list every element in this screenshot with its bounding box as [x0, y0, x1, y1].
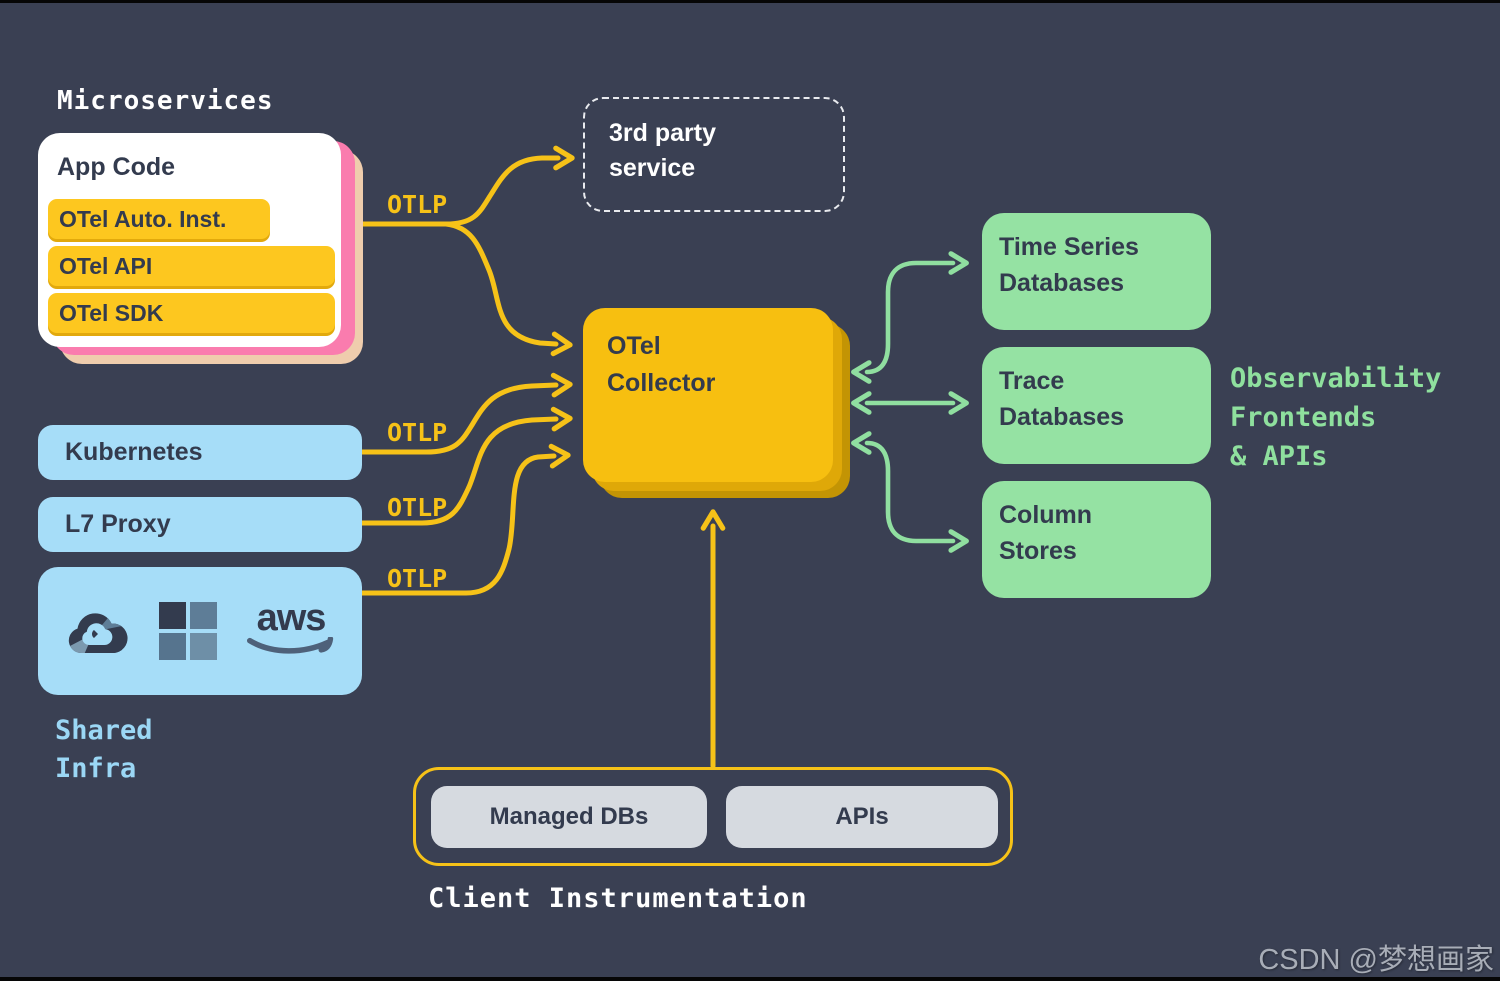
time-series-databases-label: Time Series Databases — [999, 233, 1139, 297]
aws-logo-text: aws — [256, 597, 327, 639]
otel-auto-inst-pill: OTel Auto. Inst. — [48, 199, 270, 239]
otel-sdk-pill: OTel SDK — [48, 293, 335, 333]
app-code-title: App Code — [57, 153, 176, 181]
arrow-collector-columnstores — [851, 431, 969, 553]
time-series-databases-box: Time Series Databases — [982, 213, 1211, 330]
aws-smile-icon — [247, 637, 334, 654]
managed-dbs-box: Managed DBs — [431, 786, 707, 848]
l7-proxy-label: L7 Proxy — [65, 510, 171, 538]
cloud-provider-icons: aws — [62, 567, 338, 695]
microservices-label: Microservices — [57, 86, 274, 116]
third-party-service-box: 3rd party service — [583, 97, 845, 212]
otlp-label: OTLP — [387, 190, 448, 219]
otlp-label: OTLP — [387, 564, 448, 593]
trace-databases-label: Trace Databases — [999, 367, 1125, 431]
shared-infra-label: Shared Infra — [55, 715, 153, 784]
watermark: CSDN @梦想画家 — [1258, 944, 1494, 976]
otel-collector-label: OTel Collector — [607, 332, 716, 397]
app-code-card: App Code OTel Auto. Inst. OTel API OTel … — [38, 133, 341, 347]
client-instrumentation-box: Managed DBs APIs — [413, 767, 1013, 866]
third-party-service-label: 3rd party service — [609, 119, 716, 182]
column-stores-box: Column Stores — [982, 481, 1211, 598]
aws-icon: aws — [244, 599, 338, 659]
top-black-bar — [0, 0, 1500, 3]
client-instrumentation-label: Client Instrumentation — [428, 883, 808, 914]
otlp-label: OTLP — [387, 418, 448, 447]
shared-infra-box: aws — [38, 567, 362, 695]
l7-proxy-box: L7 Proxy — [38, 497, 362, 552]
observability-frontends-label: Observability Frontends & APIs — [1230, 363, 1442, 472]
arrow-appcode-to-collector — [443, 221, 573, 357]
bottom-black-bar — [0, 977, 1500, 981]
apis-box: APIs — [726, 786, 998, 848]
arrow-collector-timeseries — [851, 251, 969, 384]
column-stores-label: Column Stores — [999, 501, 1093, 565]
otel-api-pill: OTel API — [48, 246, 335, 286]
kubernetes-box: Kubernetes — [38, 425, 362, 480]
kubernetes-label: Kubernetes — [65, 438, 203, 466]
otlp-label: OTLP — [387, 493, 448, 522]
microsoft-icon — [159, 602, 217, 660]
trace-databases-box: Trace Databases — [982, 347, 1211, 464]
otel-collector-box: OTel Collector — [583, 308, 833, 482]
google-cloud-icon — [68, 613, 128, 654]
